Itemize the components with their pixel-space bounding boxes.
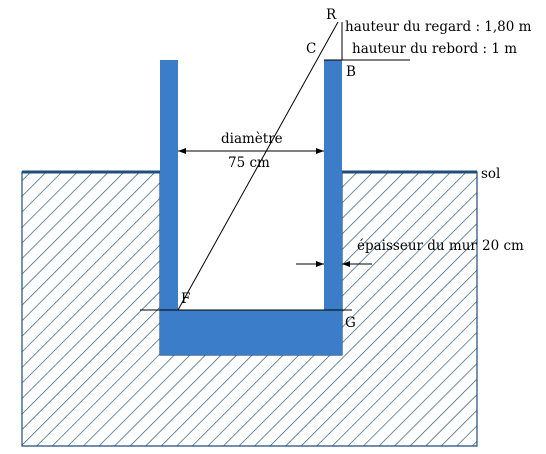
point-G: G	[345, 315, 356, 331]
ground-hatch	[21, 171, 478, 447]
label-sol: sol	[481, 166, 500, 182]
diameter-arrowhead-left	[178, 148, 186, 154]
right-wall	[324, 60, 342, 312]
label-diametre: diamètre	[221, 131, 283, 147]
point-R: R	[326, 7, 337, 23]
point-C: C	[306, 41, 316, 57]
label-epaisseur-value: 20 cm	[482, 238, 524, 254]
point-F: F	[181, 291, 190, 307]
sight-line	[177, 21, 339, 311]
diameter-arrowhead-right	[316, 148, 324, 154]
left-wall	[160, 60, 178, 312]
label-epaisseur: épaisseur du mur	[357, 238, 477, 254]
label-hauteur-rebord: hauteur du rebord : 1 m	[352, 41, 517, 57]
label-diametre-value: 75 cm	[228, 155, 270, 171]
thickness-arrowhead-left	[316, 261, 324, 267]
label-hauteur-regard: hauteur du regard : 1,80 m	[345, 19, 532, 35]
point-B: B	[346, 64, 356, 80]
thickness-arrowhead-right	[342, 261, 350, 267]
well-bottom	[160, 310, 342, 355]
